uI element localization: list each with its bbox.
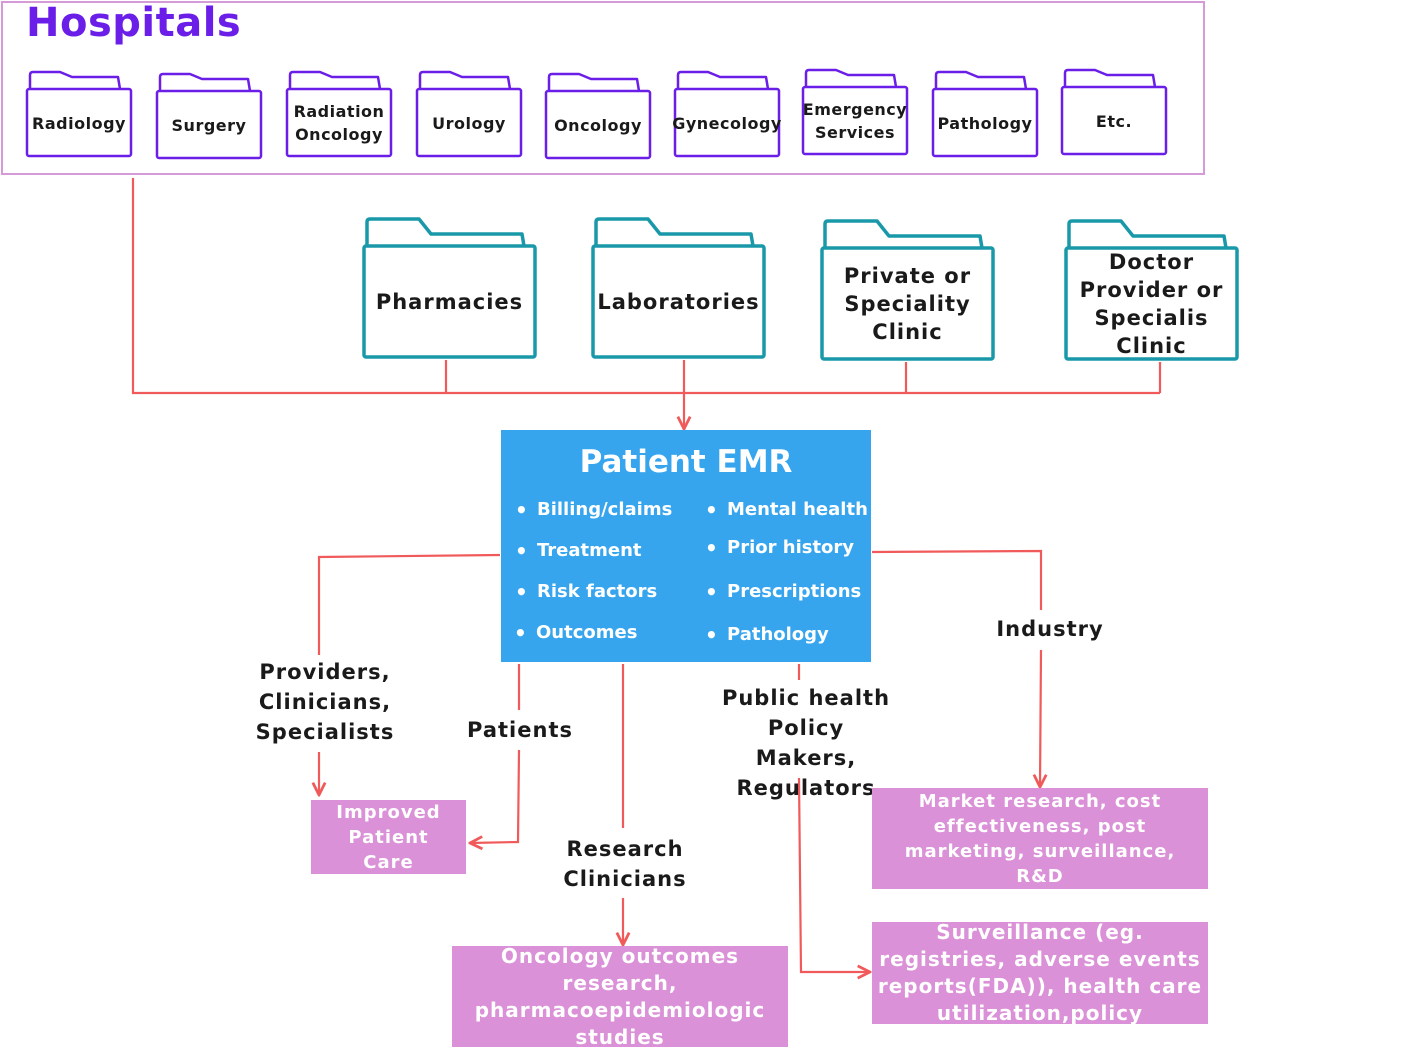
folder-icon xyxy=(820,219,995,361)
outcome-oncology-research: Oncology outcomes research, pharmacoepid… xyxy=(452,944,788,1049)
folder-icon xyxy=(285,70,393,158)
patients-arrow xyxy=(470,749,521,843)
outcome-patient-care: Improved Patient Care xyxy=(311,800,466,874)
department-label: Oncology xyxy=(554,115,642,135)
providers-arrow-top xyxy=(317,553,501,655)
industry-arrow xyxy=(1040,649,1041,787)
emr-item-prescriptions: Prescriptions xyxy=(705,580,861,604)
emr-item-billing: Billing/claims xyxy=(515,498,672,522)
stakeholder-research: Research Clinicians xyxy=(563,837,687,891)
department-folder-urology: Urology xyxy=(415,70,523,158)
industry-line-top xyxy=(871,549,1043,610)
stakeholder-public-health: Public health Policy Makers, Regulators xyxy=(721,686,891,800)
department-label: Radiology xyxy=(32,113,126,133)
emr-item-prior-history: Prior history xyxy=(705,536,854,560)
provider-folder-doctor-provider-or-specialis-clinic: Doctor Provider or Specialis Clinic xyxy=(1064,219,1239,361)
provider-label: Private or Speciality Clinic xyxy=(843,264,972,344)
provider-label: Pharmacies xyxy=(375,290,524,314)
department-folder-surgery: Surgery xyxy=(155,72,263,160)
department-folder-etc: Etc. xyxy=(1060,68,1168,156)
department-folder-emergency-services: Emergency Services xyxy=(801,68,909,156)
department-folder-gynecology: Gynecology xyxy=(672,70,782,158)
department-label: Emergency Services xyxy=(802,100,908,142)
provider-folder-pharmacies: Pharmacies xyxy=(362,217,537,359)
department-folder-radiology: Radiology xyxy=(25,70,133,158)
emr-item-treatment: Treatment xyxy=(515,539,641,563)
folder-icon xyxy=(1064,219,1239,361)
department-label: Urology xyxy=(432,113,506,133)
hospitals-frame xyxy=(1,1,1205,175)
department-label: Radiation Oncology xyxy=(293,102,385,144)
provider-folder-laboratories: Laboratories xyxy=(591,217,766,359)
folder-icon xyxy=(415,70,523,158)
folder-icon xyxy=(544,72,652,160)
department-label: Etc. xyxy=(1095,111,1133,131)
folder-icon xyxy=(362,217,537,359)
provider-label: Laboratories xyxy=(597,290,760,314)
folder-icon xyxy=(591,217,766,359)
department-folder-pathology: Pathology xyxy=(931,70,1039,158)
emr-item-pathology: Pathology xyxy=(705,623,829,647)
department-folder-oncology: Oncology xyxy=(544,72,652,160)
emr-item-risk-factors: Risk factors xyxy=(515,580,657,604)
outcome-market-research: Market research, cost effectiveness, pos… xyxy=(872,788,1208,889)
outcome-surveillance: Surveillance (eg. registries, adverse ev… xyxy=(872,920,1208,1025)
department-label: Gynecology xyxy=(672,113,782,133)
patient-emr-box: Patient EMR Billing/claims Treatment Ris… xyxy=(501,430,871,662)
emr-item-mental-health: Mental health xyxy=(705,498,868,522)
stakeholder-providers: Providers, Clinicians, Specialists xyxy=(255,660,395,744)
department-folder-radiation-oncology: Radiation Oncology xyxy=(285,70,393,158)
stakeholder-patients: Patients xyxy=(467,718,573,742)
department-label: Surgery xyxy=(171,115,247,135)
department-label: Pathology xyxy=(937,113,1033,133)
hospitals-title: Hospitals xyxy=(26,0,242,46)
folder-icon xyxy=(801,68,909,156)
public-health-arrow xyxy=(797,777,870,972)
folder-icon xyxy=(1060,68,1168,156)
folder-icon xyxy=(673,70,781,158)
provider-label: Doctor Provider or Specialis Clinic xyxy=(1079,250,1224,358)
stakeholder-industry: Industry xyxy=(996,617,1104,641)
provider-folder-private-or-speciality-clinic: Private or Speciality Clinic xyxy=(820,219,995,361)
emr-item-outcomes: Outcomes xyxy=(514,621,638,645)
folder-icon xyxy=(25,70,133,158)
folder-icon xyxy=(931,70,1039,158)
hospitals-connector xyxy=(131,178,1160,395)
emr-title: Patient EMR xyxy=(579,444,793,480)
folder-icon xyxy=(155,72,263,160)
